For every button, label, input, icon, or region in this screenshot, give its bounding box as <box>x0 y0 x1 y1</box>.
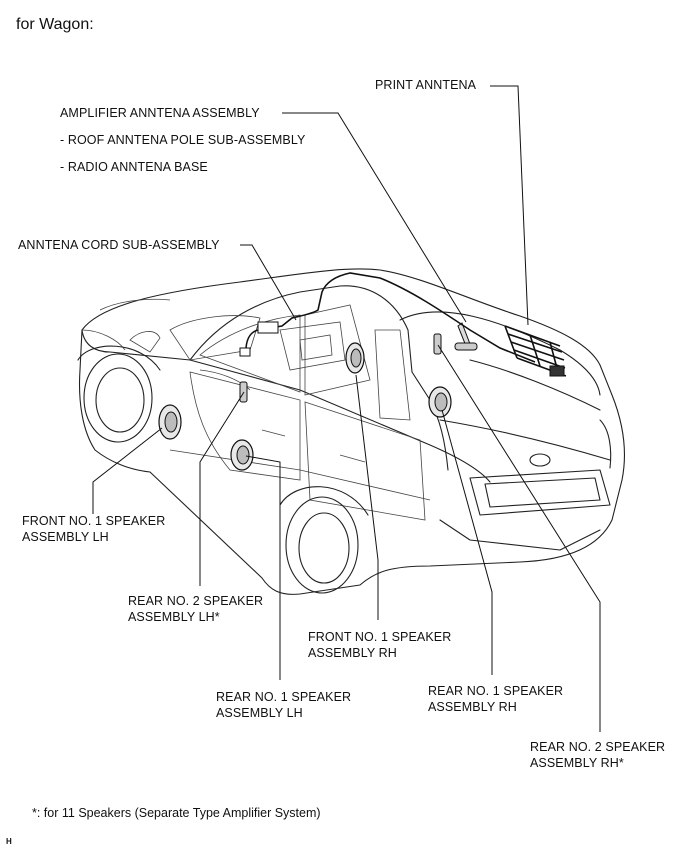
car-body <box>78 268 625 595</box>
label-print-antenna: PRINT ANNTENA <box>375 78 477 92</box>
front-lh-speaker <box>158 404 182 440</box>
label-rear1-lh-line2: ASSEMBLY LH <box>216 706 303 720</box>
amplifier-box <box>257 321 279 334</box>
rear-no1-rh-speaker <box>428 386 452 418</box>
antenna-cord <box>245 272 536 363</box>
label-rear2-rh-line2: ASSEMBLY RH* <box>530 756 624 770</box>
front-wheel <box>77 345 161 443</box>
rear-wheel <box>279 486 369 594</box>
label-front-lh-line1: FRONT NO. 1 SPEAKER <box>22 514 166 528</box>
label-rear2-lh-line1: REAR NO. 2 SPEAKER <box>128 594 264 608</box>
label-front-rh-line1: FRONT NO. 1 SPEAKER <box>308 630 452 644</box>
label-rear2-lh-line2: ASSEMBLY LH* <box>128 610 220 624</box>
label-rear1-lh-line1: REAR NO. 1 SPEAKER <box>216 690 352 704</box>
rear-no2-rh-speaker <box>433 333 442 355</box>
print-antenna-grid <box>504 325 567 377</box>
label-amplifier-antenna: AMPLIFIER ANNTENA ASSEMBLY <box>60 106 260 120</box>
label-antenna-cord: ANNTENA CORD SUB-ASSEMBLY <box>18 238 220 252</box>
cord-connector <box>239 347 251 357</box>
label-rear1-rh-line2: ASSEMBLY RH <box>428 700 517 714</box>
label-front-rh-line2: ASSEMBLY RH <box>308 646 397 660</box>
label-radio-base: - RADIO ANNTENA BASE <box>60 160 208 174</box>
label-rear1-rh-line1: REAR NO. 1 SPEAKER <box>428 684 564 698</box>
front-rh-speaker <box>345 342 365 374</box>
leader-lines <box>92 85 601 732</box>
roof-antenna-pole <box>454 322 478 351</box>
label-front-lh-line2: ASSEMBLY LH <box>22 530 109 544</box>
corner-mark: H <box>6 837 12 846</box>
footnote: *: for 11 Speakers (Separate Type Amplif… <box>32 806 321 820</box>
page-heading: for Wagon: <box>16 16 94 33</box>
label-rear2-rh-line1: REAR NO. 2 SPEAKER <box>530 740 666 754</box>
rear-no1-lh-speaker <box>230 439 254 471</box>
label-roof-pole: - ROOF ANNTENA POLE SUB-ASSEMBLY <box>60 133 306 147</box>
